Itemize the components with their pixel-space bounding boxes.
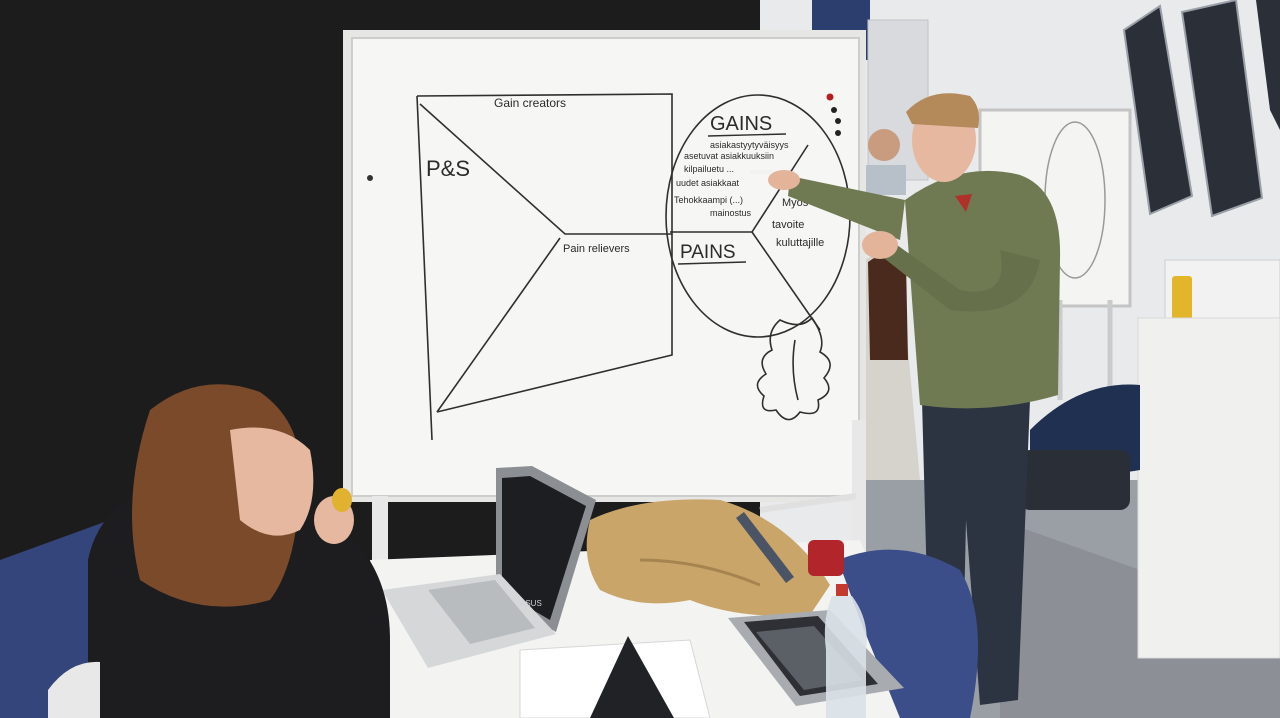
gains-note: uudet asiakkaat <box>676 178 740 188</box>
chair-right <box>838 549 978 718</box>
white-counter <box>1137 317 1280 659</box>
water-bottle <box>824 584 867 718</box>
laptop-left: ASUS <box>382 466 596 668</box>
laptop-brand-label: ASUS <box>520 599 542 608</box>
white-chair <box>48 661 100 718</box>
whiteboard: Gain creators P&S Pain relievers GAINS P… <box>343 30 866 566</box>
gains-note: mainostus <box>710 208 752 218</box>
seated-woman <box>88 384 390 718</box>
gains-notes: asiakastyytyväisyys asetuvat asiakkuuksi… <box>674 140 789 218</box>
products-services-label: P&S <box>426 156 470 181</box>
gain-creators-label: Gain creators <box>494 96 566 110</box>
solar-panels <box>1122 0 1280 218</box>
pains-note: kuluttajille <box>776 237 824 249</box>
energy-drink-can <box>1172 276 1192 320</box>
jacket <box>586 499 830 616</box>
gains-note: asiakastyytyväisyys <box>710 140 789 150</box>
background-girl <box>862 255 920 480</box>
yellow-object <box>332 488 352 512</box>
background-person <box>866 129 906 195</box>
pains-note: tavoite <box>772 219 804 231</box>
pains-notes: Myös tavoite kuluttajille <box>772 197 824 249</box>
tablet-edge <box>590 636 674 718</box>
gains-note: kilpailuetu ... <box>684 164 734 174</box>
pain-relievers-label: Pain relievers <box>563 243 630 255</box>
gains-heading: GAINS <box>710 113 772 135</box>
pains-heading: PAINS <box>680 242 736 263</box>
gains-note: Tehokkaampi (...) <box>674 195 743 205</box>
gains-note: asetuvat asiakkuuksiin <box>684 151 774 161</box>
